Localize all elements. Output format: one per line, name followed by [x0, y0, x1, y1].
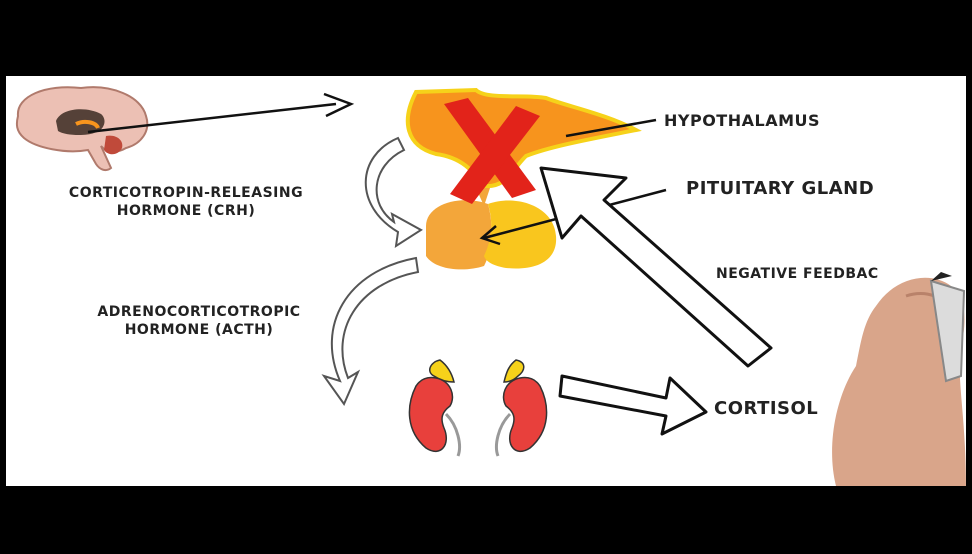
cortisol-arrow [560, 376, 706, 434]
left-kidney [409, 360, 459, 456]
crh-curved-arrow [366, 138, 421, 246]
cortisol-label: CORTISOL [714, 398, 818, 419]
crh-label-line1: CORTICOTROPIN-RELEASING [36, 184, 336, 202]
pituitary-left-lobe [426, 200, 491, 269]
negative-feedback-label: NEGATIVE FEEDBAC [716, 266, 879, 282]
acth-label: ADRENOCORTICOTROPIC HORMONE (ACTH) [64, 303, 334, 339]
drawing-hand [832, 272, 966, 486]
acth-curved-arrow [324, 258, 418, 404]
right-kidney [497, 360, 547, 456]
diagram-canvas: HYPOTHALAMUS PITUITARY GLAND CORTICOTROP… [6, 76, 966, 486]
letterbox-bottom [0, 486, 972, 554]
letterbox-top [0, 0, 972, 76]
hypothalamus-label: HYPOTHALAMUS [664, 111, 820, 130]
crh-label: CORTICOTROPIN-RELEASING HORMONE (CRH) [36, 184, 336, 220]
pituitary-gland-label: PITUITARY GLAND [686, 178, 874, 199]
crh-label-line2: HORMONE (CRH) [36, 202, 336, 220]
acth-label-line1: ADRENOCORTICOTROPIC [64, 303, 334, 321]
acth-label-line2: HORMONE (ACTH) [64, 321, 334, 339]
